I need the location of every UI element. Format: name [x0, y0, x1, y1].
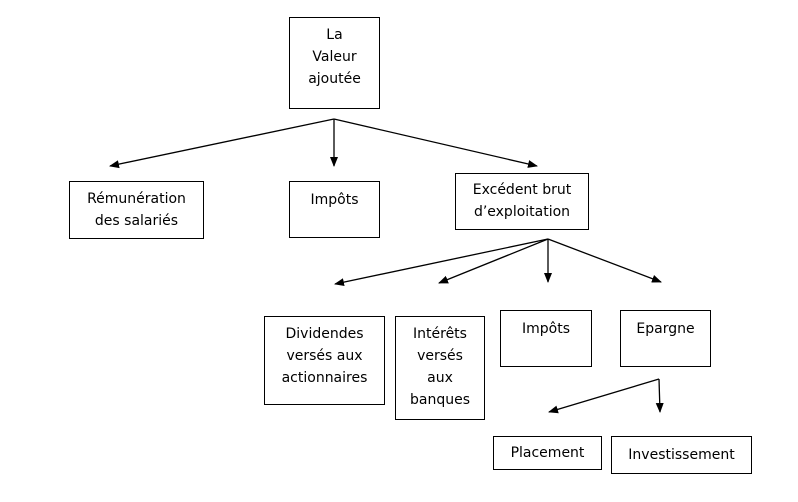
node-label-line: Impôts: [310, 192, 359, 208]
node-epargne: Epargne: [620, 310, 711, 367]
arrow-ebe-to-epargne: [547, 238, 662, 283]
node-label-line: Valeur: [312, 49, 357, 65]
node-label-line: des salariés: [94, 213, 179, 229]
arrow-ebe-to-interets: [438, 238, 549, 284]
arrow-root-to-remuneration: [109, 118, 335, 169]
node-label-line: actionnaires: [281, 370, 368, 386]
node-label-line: Rémunération: [87, 191, 186, 207]
node-impots-level1: Impôts: [289, 181, 380, 238]
node-label-line: Investissement: [628, 447, 735, 463]
arrow-epargne-to-placement: [548, 378, 660, 414]
node-label-line: Intérêts: [413, 326, 467, 342]
node-label-line: versés: [417, 348, 463, 364]
node-label-line: ajoutée: [308, 71, 361, 87]
arrow-root-to-ebe: [333, 118, 538, 168]
arrow-ebe-to-dividendes: [334, 238, 549, 287]
node-label-line: d’exploitation: [473, 204, 571, 220]
node-impots-level2: Impôts: [500, 310, 592, 367]
node-dividendes-actionnaires: Dividendes versés aux actionnaires: [264, 316, 385, 405]
node-interets-banques: Intérêts versés aux banques: [395, 316, 485, 420]
node-investissement: Investissement: [611, 436, 752, 474]
node-excedent-brut-exploitation: Excédent brut d’exploitation: [455, 173, 589, 230]
node-label-line: versés aux: [286, 348, 363, 364]
node-placement: Placement: [493, 436, 602, 470]
node-remuneration-salaries: Rémunération des salariés: [69, 181, 204, 239]
arrow-epargne-to-investissement: [655, 378, 664, 413]
node-label-line: Dividendes: [285, 326, 364, 342]
node-label-line: aux: [427, 370, 453, 386]
node-valeur-ajoutee: La Valeur ajoutée: [289, 17, 380, 109]
node-label-line: Impôts: [521, 321, 570, 337]
node-label-line: Excédent brut: [472, 182, 572, 198]
node-label-line: banques: [409, 392, 470, 408]
node-label-line: Epargne: [636, 321, 695, 337]
node-label-line: La: [326, 27, 343, 43]
node-label-line: Placement: [510, 445, 585, 461]
